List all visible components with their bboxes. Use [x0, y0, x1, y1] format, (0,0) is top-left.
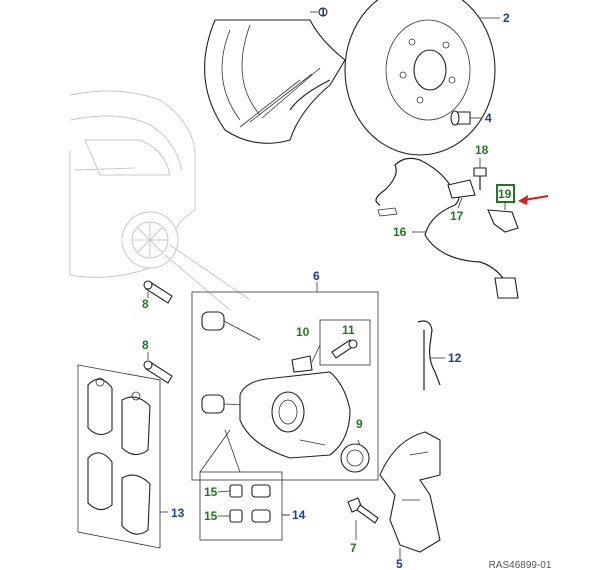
callout-12: 12 [448, 351, 462, 365]
callout-2: 2 [503, 11, 510, 25]
callout-10: 10 [296, 325, 310, 339]
callout-18: 18 [475, 143, 489, 157]
callout-15-lower: 15 [204, 509, 218, 523]
sensor-screw [473, 167, 487, 190]
guide-pin-upper [143, 280, 173, 304]
callout-6: 6 [313, 269, 320, 283]
callout-17: 17 [450, 209, 464, 223]
callout-15-upper: 15 [204, 485, 218, 499]
spring-clip [417, 320, 441, 390]
callout-16: 16 [393, 225, 407, 239]
disc-screw [450, 110, 471, 126]
sensor-bracket [487, 209, 519, 233]
brake-disc [344, 0, 496, 156]
bleed-screw-frame [311, 319, 371, 366]
reference-code: RAS46899-01 [489, 560, 552, 570]
callout-13: 13 [171, 506, 185, 520]
carrier-bolt [347, 497, 379, 524]
wear-sensor-harness [375, 157, 519, 299]
callout-11: 11 [342, 323, 355, 337]
callout-14: 14 [292, 508, 306, 522]
caliper-body [239, 355, 351, 459]
vehicle-outline [69, 90, 251, 311]
leader-lines [147, 11, 506, 560]
callout-1: 1 [320, 5, 327, 19]
callout-8-upper: 8 [142, 297, 149, 311]
repair-kit-frame [199, 429, 290, 541]
brake-pads-group [77, 364, 161, 549]
caliper-group-frame [191, 282, 379, 481]
dust-shield [204, 7, 346, 144]
red-arrow-icon [518, 195, 549, 205]
piston-seal [340, 443, 370, 473]
callout-19: 19 [498, 187, 512, 201]
callout-4: 4 [485, 111, 492, 125]
callout-8-lower: 8 [142, 338, 149, 352]
callout-7: 7 [350, 541, 357, 555]
caliper-boots [201, 311, 261, 414]
callout-9: 9 [356, 417, 363, 431]
callout-5: 5 [396, 557, 403, 570]
guide-pin-lower [143, 360, 173, 384]
highlight-box [496, 184, 515, 203]
carrier-bracket [379, 431, 441, 553]
